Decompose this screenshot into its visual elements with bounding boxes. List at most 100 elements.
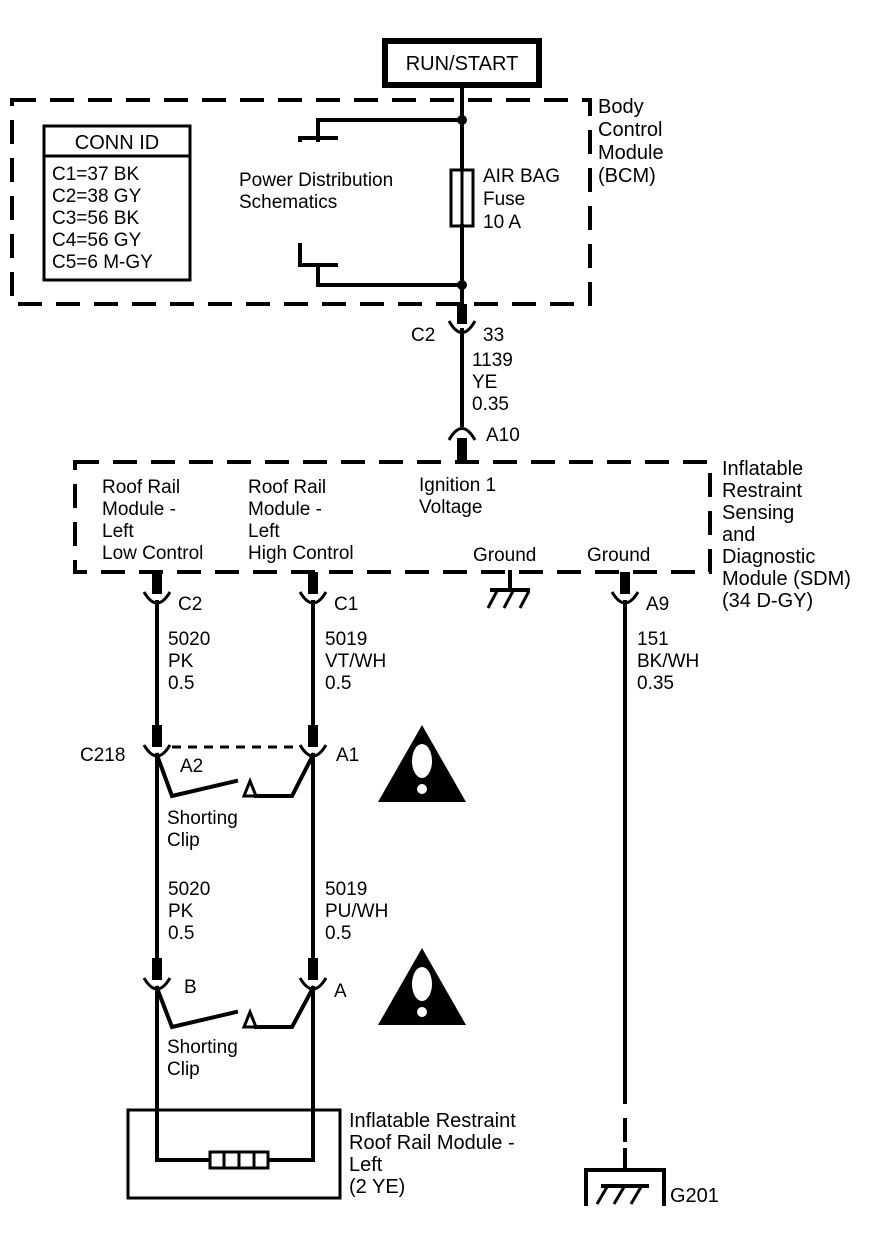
air-bag-fuse: AIR BAG Fuse 10 A xyxy=(449,83,560,320)
bcm-boundary xyxy=(10,98,592,306)
svg-text:5019: 5019 xyxy=(325,629,367,650)
warning-icon xyxy=(378,725,466,802)
run-start-label: RUN/START xyxy=(406,53,519,75)
wire-5020-upper: 5020 PK 0.5 xyxy=(155,600,210,745)
svg-text:5020: 5020 xyxy=(168,629,210,650)
power-distribution-reference: Power Distribution Schematics xyxy=(239,118,464,287)
svg-text:Control: Control xyxy=(598,119,662,141)
sdm-pin-a9: A9 xyxy=(610,572,669,615)
svg-text:Inflatable: Inflatable xyxy=(722,458,803,480)
conn-id-row: C5=6 M-GY xyxy=(52,252,153,273)
svg-text:151: 151 xyxy=(637,629,669,650)
ground-symbol-icon xyxy=(486,570,531,609)
svg-text:A1: A1 xyxy=(336,745,359,766)
svg-text:Ignition 1: Ignition 1 xyxy=(419,475,496,496)
svg-text:Restraint: Restraint xyxy=(722,480,802,502)
svg-text:Roof Rail: Roof Rail xyxy=(248,477,326,498)
svg-text:A: A xyxy=(334,981,347,1002)
svg-text:0.5: 0.5 xyxy=(168,923,194,944)
sdm-ignition-label: Ignition 1 Voltage xyxy=(419,475,496,518)
g201-ground: G201 xyxy=(584,1148,719,1207)
svg-text:0.5: 0.5 xyxy=(325,923,351,944)
svg-text:Schematics: Schematics xyxy=(239,192,337,213)
svg-text:Roof Rail: Roof Rail xyxy=(102,477,180,498)
svg-text:Diagnostic: Diagnostic xyxy=(722,546,815,568)
svg-text:0.5: 0.5 xyxy=(325,673,351,694)
wire-5019-lower: 5019 PU/WH 0.5 xyxy=(311,753,388,977)
svg-text:(34 D-GY): (34 D-GY) xyxy=(722,590,813,612)
svg-text:C1: C1 xyxy=(334,594,358,615)
c218-connector: C218 A2 A1 xyxy=(80,725,359,777)
shorting-clip-2: Shorting Clip xyxy=(154,985,316,1080)
sdm-low-control-label: Roof Rail Module - Left Low Control xyxy=(102,477,203,564)
svg-text:Module -: Module - xyxy=(248,499,322,520)
svg-text:Fuse: Fuse xyxy=(483,189,525,210)
svg-text:Body: Body xyxy=(598,96,644,118)
sdm-label: Inflatable Restraint Sensing and Diagnos… xyxy=(722,458,851,612)
svg-text:33: 33 xyxy=(483,325,504,346)
svg-text:Module -: Module - xyxy=(102,499,176,520)
svg-text:PK: PK xyxy=(168,651,194,672)
svg-text:(BCM): (BCM) xyxy=(598,165,656,187)
sdm-connector-a10: A10 xyxy=(447,425,520,462)
sdm-ground-label: Ground xyxy=(473,545,536,566)
sdm-high-control-label: Roof Rail Module - Left High Control xyxy=(248,477,354,564)
bcm-label: Body Control Module (BCM) xyxy=(598,96,664,187)
wire-5020-lower: 5020 PK 0.5 xyxy=(155,753,210,977)
svg-text:10 A: 10 A xyxy=(483,212,521,233)
svg-text:Shorting: Shorting xyxy=(167,808,238,829)
svg-text:Module (SDM): Module (SDM) xyxy=(722,568,851,590)
conn-id-row: C4=56 GY xyxy=(52,230,142,251)
svg-text:C2: C2 xyxy=(178,594,202,615)
svg-text:Clip: Clip xyxy=(167,1059,200,1080)
svg-text:Sensing: Sensing xyxy=(722,502,794,524)
svg-text:Module: Module xyxy=(598,142,664,164)
svg-text:Left: Left xyxy=(102,521,134,542)
svg-text:Power Distribution: Power Distribution xyxy=(239,170,393,191)
svg-text:VT/WH: VT/WH xyxy=(325,651,386,672)
shorting-clip-1: Shorting Clip xyxy=(154,752,316,851)
conn-id-row: C1=37 BK xyxy=(52,164,139,185)
svg-text:0.5: 0.5 xyxy=(168,673,194,694)
sdm-ground-label: Ground xyxy=(587,545,650,566)
svg-text:A10: A10 xyxy=(486,425,520,446)
bcm-connector-c2: C2 33 1139 YE 0.35 xyxy=(411,304,513,427)
svg-text:Roof Rail Module -: Roof Rail Module - xyxy=(349,1132,515,1154)
svg-text:0.35: 0.35 xyxy=(637,673,674,694)
svg-text:Inflatable Restraint: Inflatable Restraint xyxy=(349,1110,516,1132)
wire-151-ground: 151 BK/WH 0.35 xyxy=(623,600,699,1150)
squib-resistor-icon xyxy=(208,1150,270,1170)
conn-id-row: C3=56 BK xyxy=(52,208,139,229)
svg-text:PU/WH: PU/WH xyxy=(325,901,388,922)
svg-text:BK/WH: BK/WH xyxy=(637,651,699,672)
svg-text:1139: 1139 xyxy=(472,350,513,371)
svg-text:B: B xyxy=(184,977,197,998)
conn-id-table: CONN ID C1=37 BK C2=38 GY C3=56 BK C4=56… xyxy=(42,124,192,282)
svg-text:Low Control: Low Control xyxy=(102,543,203,564)
wire-5019-upper: 5019 VT/WH 0.5 xyxy=(311,600,386,745)
module-connector: B A xyxy=(142,958,347,1002)
sdm-boundary xyxy=(73,460,712,574)
svg-text:A2: A2 xyxy=(180,756,203,777)
svg-text:Shorting: Shorting xyxy=(167,1037,238,1058)
svg-text:5020: 5020 xyxy=(168,879,210,900)
svg-text:Left: Left xyxy=(349,1154,383,1176)
roof-rail-module: Inflatable Restraint Roof Rail Module - … xyxy=(126,986,516,1200)
svg-text:Clip: Clip xyxy=(167,830,200,851)
svg-text:YE: YE xyxy=(472,372,497,393)
svg-text:C2: C2 xyxy=(411,325,435,346)
sdm-pin-c1: C1 xyxy=(298,572,358,615)
svg-text:AIR BAG: AIR BAG xyxy=(483,166,560,187)
svg-text:(2 YE): (2 YE) xyxy=(349,1176,405,1198)
svg-text:0.35: 0.35 xyxy=(472,394,509,415)
svg-text:5019: 5019 xyxy=(325,879,367,900)
g201-label: G201 xyxy=(670,1185,719,1207)
svg-text:Left: Left xyxy=(248,521,280,542)
svg-text:High Control: High Control xyxy=(248,543,354,564)
svg-text:and: and xyxy=(722,524,755,546)
svg-text:PK: PK xyxy=(168,901,194,922)
run-start-source: RUN/START xyxy=(382,38,542,88)
svg-text:Voltage: Voltage xyxy=(419,497,482,518)
sdm-pin-c2: C2 xyxy=(142,572,202,615)
